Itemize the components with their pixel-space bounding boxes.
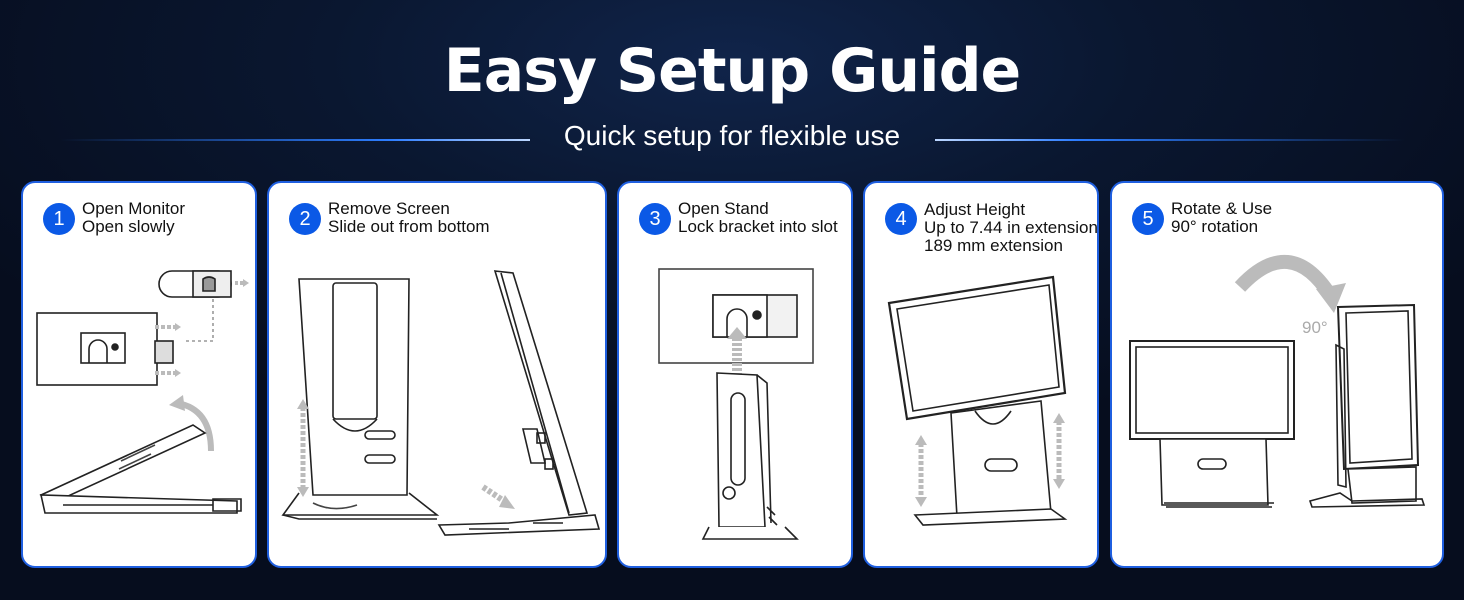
step-heading: Remove Screen [328, 199, 450, 218]
open-stand-illustration [658, 268, 814, 540]
step-number-badge: 2 [289, 203, 321, 235]
step-text: Rotate & Use 90° rotation [1171, 200, 1272, 236]
step-detail: 189 mm extension [924, 236, 1063, 255]
title-divider-right [935, 139, 1405, 141]
step-card-5: 5 Rotate & Use 90° rotation 90° [1110, 181, 1444, 568]
step-detail: Lock bracket into slot [678, 217, 838, 236]
step-number-badge: 4 [885, 203, 917, 235]
step-text: Open Monitor Open slowly [82, 200, 185, 236]
rotate-arrow-icon [1234, 255, 1336, 299]
step-number-badge: 3 [639, 203, 671, 235]
step-detail: Open slowly [82, 217, 175, 236]
step-text: Remove Screen Slide out from bottom [328, 200, 490, 236]
step-text: Open Stand Lock bracket into slot [678, 200, 838, 236]
step-heading: Open Monitor [82, 199, 185, 218]
step-card-1: 1 Open Monitor Open slowly [21, 181, 257, 568]
step-number-badge: 1 [43, 203, 75, 235]
step-card-4: 4 Adjust Height Up to 7.44 in extension … [863, 181, 1099, 568]
title-divider-left [60, 139, 530, 141]
page-title: Easy Setup Guide [443, 36, 1022, 106]
rotate-use-illustration: 90° [1129, 255, 1426, 508]
step-detail: 90° rotation [1171, 217, 1259, 236]
step-card-2: 2 Remove Screen Slide out from bottom [267, 181, 607, 568]
rotation-degree-label: 90° [1302, 318, 1328, 337]
step-heading: Open Stand [678, 199, 769, 218]
adjust-height-illustration [887, 275, 1068, 526]
step-text: Adjust Height Up to 7.44 in extension 18… [924, 200, 1098, 255]
step-heading: Adjust Height [924, 200, 1026, 219]
open-monitor-illustration [36, 270, 249, 514]
step-heading: Rotate & Use [1171, 199, 1273, 218]
step-detail: Slide out from bottom [328, 217, 490, 236]
step-number-badge: 5 [1132, 203, 1164, 235]
step-card-3: 3 Open Stand Lock bracket into slot [617, 181, 853, 568]
step-detail: Up to 7.44 in extension [924, 218, 1098, 237]
page-subtitle: Quick setup for flexible use [563, 120, 901, 151]
remove-screen-illustration [281, 270, 601, 536]
